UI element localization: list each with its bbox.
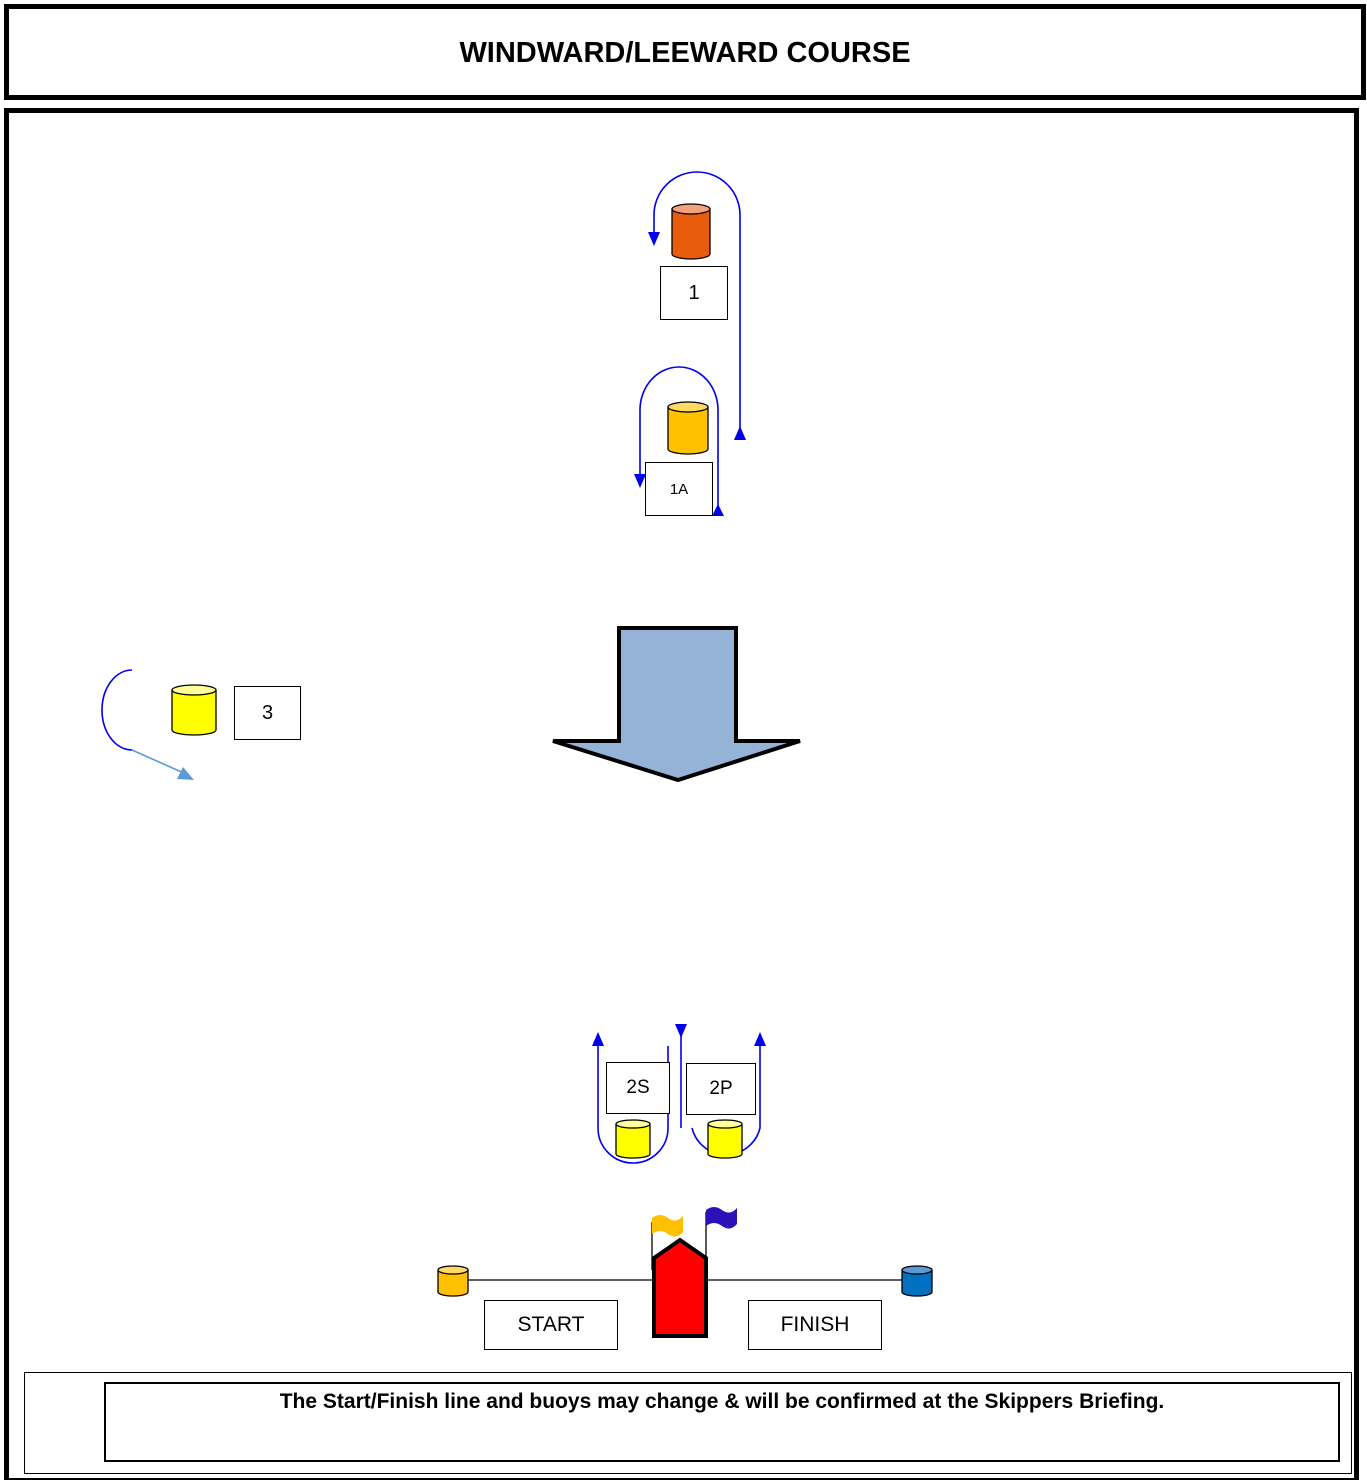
committee-boat-icon (652, 1237, 708, 1338)
route-arrow-down (675, 1024, 687, 1038)
mark-2s-label: 2S (606, 1062, 670, 1114)
mark-2p-label: 2P (686, 1063, 756, 1115)
finish-flag-icon (706, 1207, 737, 1229)
start-buoy-icon (437, 1265, 469, 1297)
buoy-mark-1a-icon (667, 401, 709, 455)
briefing-note: The Start/Finish line and buoys may chan… (279, 1390, 1165, 1413)
route-gate-2s (597, 1046, 669, 1164)
finish-label: FINISH (748, 1300, 882, 1350)
finish-buoy-icon (901, 1265, 933, 1297)
buoy-mark-2s-icon (615, 1119, 651, 1159)
route-arrow-exit (177, 767, 194, 780)
route-arrow-down (634, 474, 646, 488)
route-arrow-up (712, 504, 724, 516)
start-label: START (484, 1300, 618, 1350)
mark-3-label: 3 (234, 686, 301, 740)
start-flag-icon (652, 1215, 683, 1237)
buoy-mark-3-icon (171, 684, 217, 736)
mark-1a-label: 1A (645, 462, 713, 516)
route-mark-1a (639, 366, 719, 506)
route-mark-1 (653, 171, 741, 432)
buoy-mark-2p-icon (707, 1119, 743, 1159)
route-arrow-up (734, 426, 746, 440)
mark-1-label: 1 (660, 266, 728, 320)
wind-direction-arrow-icon (552, 626, 801, 783)
page-title: WINDWARD/LEEWARD COURSE (459, 37, 911, 69)
title-box: WINDWARD/LEEWARD COURSE (4, 4, 1366, 100)
buoy-mark-1-icon (671, 203, 711, 260)
route-mark-3 (101, 669, 133, 751)
note-box (104, 1382, 1340, 1462)
route-arrow-up (592, 1032, 604, 1046)
route-arrow-down (648, 232, 660, 246)
route-mark-3-exit (131, 749, 187, 775)
route-arrow-up (754, 1032, 766, 1046)
